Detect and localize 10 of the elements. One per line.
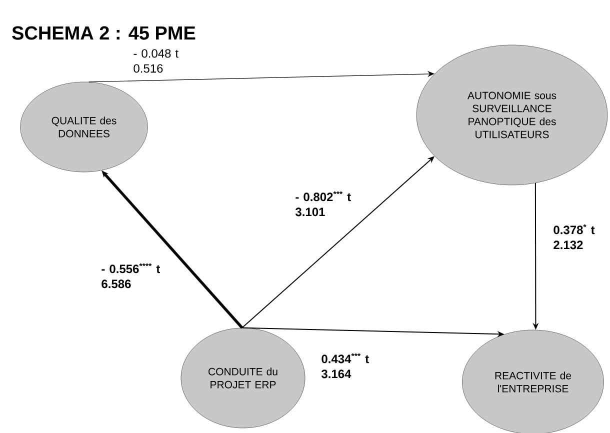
edge-label: 0.378$^{*}$ t 2.132: [554, 224, 595, 250]
edge-label: - 0.048 t 0.516: [134, 49, 178, 73]
ellipse-node: QUALITE des DONNEES: [20, 82, 148, 172]
title: SCHEMA 2 : 45 PME: [12, 26, 196, 40]
ellipse-node: REACTIVITE de l'ENTREPRISE: [462, 330, 604, 433]
ellipse-node: CONDUITE du PROJET ERP: [180, 328, 306, 428]
edge-label: 0.434$^{***}$ t 3.164: [321, 353, 369, 378]
edge-label: - 0.802$^{***}$ t 3.101: [295, 191, 351, 216]
ellipse-node: AUTONOMIE sous SURVEILLANCE PANOPTIQUE des UTILISATEURS: [416, 44, 608, 186]
edge-label: - 0.556$^{****}$ t 6.586: [102, 263, 160, 288]
